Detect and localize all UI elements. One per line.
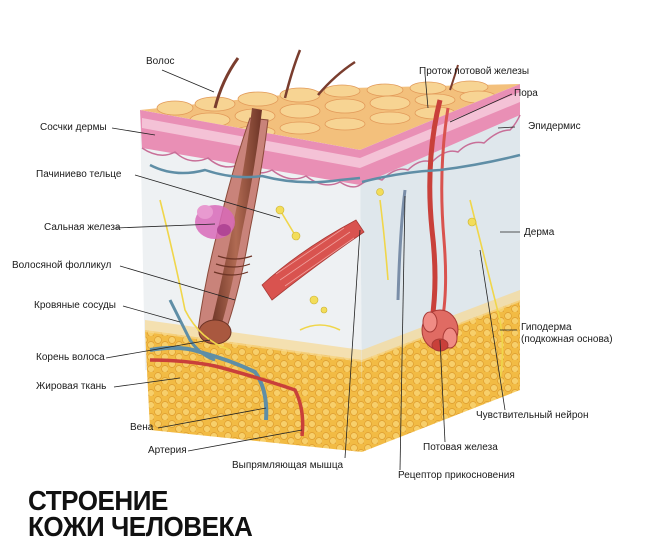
label-hypodermis: Гиподерма [521,322,572,333]
title-line-1: СТРОЕНИЕ [28,485,168,516]
hypodermis-side [362,300,520,452]
touch-receptor [396,189,407,301]
sebaceous-gland [195,205,235,239]
label-sweat-duct: Проток потовой железы [419,66,530,77]
hair-shaft-2 [283,49,302,99]
label-sebaceous-gland: Сальная железа [44,222,121,233]
label-hair-follicle: Волосяной фолликул [12,260,112,271]
hair-shaft-3 [317,60,356,96]
sweat-duct [427,99,443,321]
label-hypodermis-subtitle: (подкожная основа) [521,334,613,345]
sweat-gland-coil [421,309,459,352]
sweat-duct-pair [440,107,450,323]
label-artery: Артерия [148,445,187,456]
label-fat-tissue: Жировая ткань [36,381,107,392]
epidermis-side-light [360,92,520,168]
vein-vessel [149,345,269,421]
label-dermis: Дерма [524,227,555,238]
hair-shaft-1 [213,57,240,109]
label-touch-receptor: Рецептор прикосновения [398,470,515,481]
label-blood-vessels: Кровяные сосуды [34,300,116,311]
artery-vessel [149,358,305,437]
label-vein: Вена [130,422,154,433]
vessels-dermis-side [361,153,521,184]
label-pore: Пора [514,88,538,99]
label-hair: Волос [146,56,175,67]
label-sweat-gland: Потовая железа [423,442,498,453]
label-sensory-neuron: Чувствительный нейрон [476,410,589,421]
label-dermal-papillae: Сосчки дермы [40,122,107,133]
hair-shaft-4 [449,64,459,91]
label-hair-root: Корень волоса [36,352,105,363]
label-epidermis: Эпидермис [528,121,581,132]
follicle-rings [213,255,253,276]
muscle-striations [275,227,355,287]
leader-lines [105,69,520,471]
hypodermis-front [145,330,362,452]
label-pacinian-corpuscle: Пачиниево тельце [36,169,122,180]
vessels-loop [168,299,216,362]
label-arrector-muscle: Выпрямляющая мышца [232,460,344,471]
vessels-dermis [149,163,361,184]
hair-bulb [198,319,232,345]
nerve-endings [275,188,477,314]
title-line-2: КОЖИ ЧЕЛОВЕКА [28,511,253,542]
